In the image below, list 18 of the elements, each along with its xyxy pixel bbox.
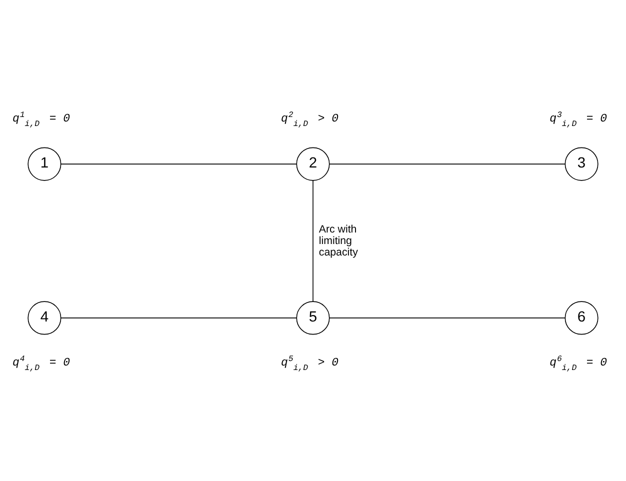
node-label: q$^{2}$$_{i,D}$ > 0 <box>281 110 339 129</box>
connector <box>329 317 566 318</box>
node-circle: 6 <box>564 300 598 334</box>
connector <box>60 317 297 318</box>
node-circle: 1 <box>28 146 62 180</box>
node-label: q$^{3}$$_{i,D}$ = 0 <box>550 110 608 129</box>
node-circle: 5 <box>296 300 330 334</box>
connector <box>60 163 297 164</box>
node-label: q$^{4}$$_{i,D}$ = 0 <box>12 354 70 373</box>
node-label: q$^{6}$$_{i,D}$ = 0 <box>550 354 608 373</box>
connector <box>312 180 314 302</box>
connector <box>329 163 566 164</box>
node-circle: 3 <box>564 146 598 180</box>
edge-label: Arc with limiting capacity <box>318 222 358 258</box>
node-circle: 4 <box>28 300 62 334</box>
node-label: q$^{1}$$_{i,D}$ = 0 <box>12 110 70 129</box>
node-circle: 2 <box>296 146 330 180</box>
node-label: q$^{5}$$_{i,D}$ > 0 <box>281 354 339 373</box>
